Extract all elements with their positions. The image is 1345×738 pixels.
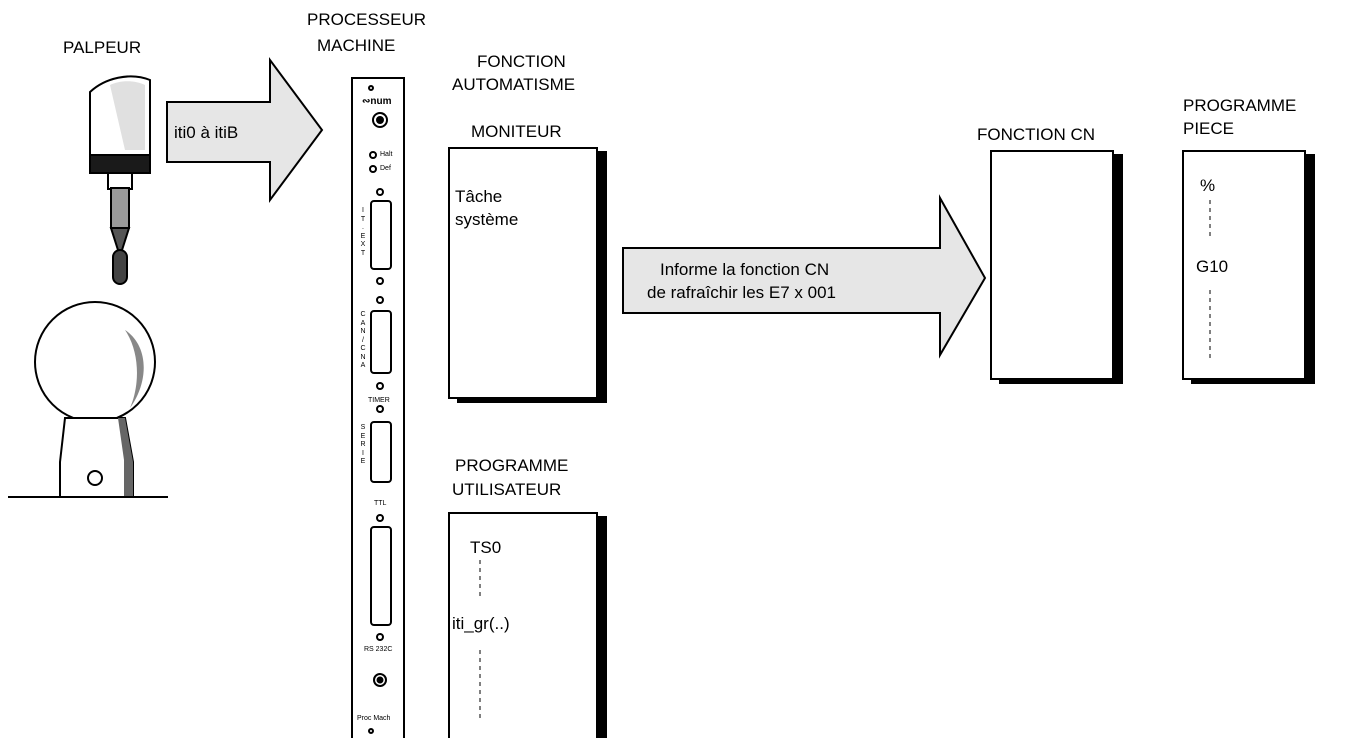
def-label: Def — [380, 165, 391, 172]
moniteur-text-line1: Tâche — [455, 187, 503, 206]
can-cna-label: C A N / C N A — [360, 311, 366, 369]
proc-mach-label: Proc Mach — [357, 715, 391, 722]
ttl-label: TTL — [374, 500, 387, 507]
fonction-auto-label-line2: AUTOMATISME — [452, 75, 576, 94]
num-logo-icon: ∾ — [362, 96, 371, 107]
fonction-cn-label: FONCTION CN — [977, 125, 1096, 144]
it-ext-label: I T . E X T — [360, 207, 366, 257]
programme-user-box — [448, 512, 607, 738]
iti-arrow — [166, 56, 324, 204]
num-logo-text: num — [370, 96, 392, 107]
timer-label: TIMER — [368, 397, 390, 404]
moniteur-label: MONITEUR — [471, 122, 562, 141]
fonction-auto-label-line1: FONCTION — [477, 52, 566, 71]
user-ts0: TS0 — [470, 538, 502, 557]
iti-arrow-label: iti0 à itiB — [174, 123, 239, 142]
processeur-label-line2: MACHINE — [317, 36, 396, 55]
piece-percent: % — [1200, 176, 1216, 195]
sphere-stand-illustration — [8, 301, 168, 498]
moniteur-text-line2: système — [455, 210, 519, 229]
moniteur-box — [448, 147, 607, 403]
piece-g10: G10 — [1196, 257, 1229, 276]
programme-user-label-line1: PROGRAMME — [455, 456, 569, 475]
probe-illustration — [89, 75, 151, 285]
programme-piece-label-line1: PROGRAMME — [1183, 96, 1297, 115]
programme-piece-box — [1182, 150, 1315, 384]
inform-arrow-label-line1: Informe la fonction CN — [660, 260, 830, 279]
user-iti-gr: iti_gr(..) — [452, 614, 510, 633]
halt-label: Halt — [380, 151, 393, 158]
processor-panel — [351, 77, 405, 738]
fonction-cn-box — [990, 150, 1123, 384]
inform-arrow-label-line2: de rafraîchir les E7 x 001 — [647, 283, 836, 302]
inform-arrow — [622, 194, 987, 359]
rs232c-label: RS 232C — [364, 646, 393, 653]
programme-piece-label-line2: PIECE — [1183, 119, 1235, 138]
programme-user-label-line2: UTILISATEUR — [452, 480, 562, 499]
palpeur-label: PALPEUR — [63, 38, 142, 57]
num-logo: ∾num — [362, 96, 392, 107]
serie-label: S E R I E — [360, 424, 366, 465]
processeur-label-line1: PROCESSEUR — [307, 10, 427, 29]
